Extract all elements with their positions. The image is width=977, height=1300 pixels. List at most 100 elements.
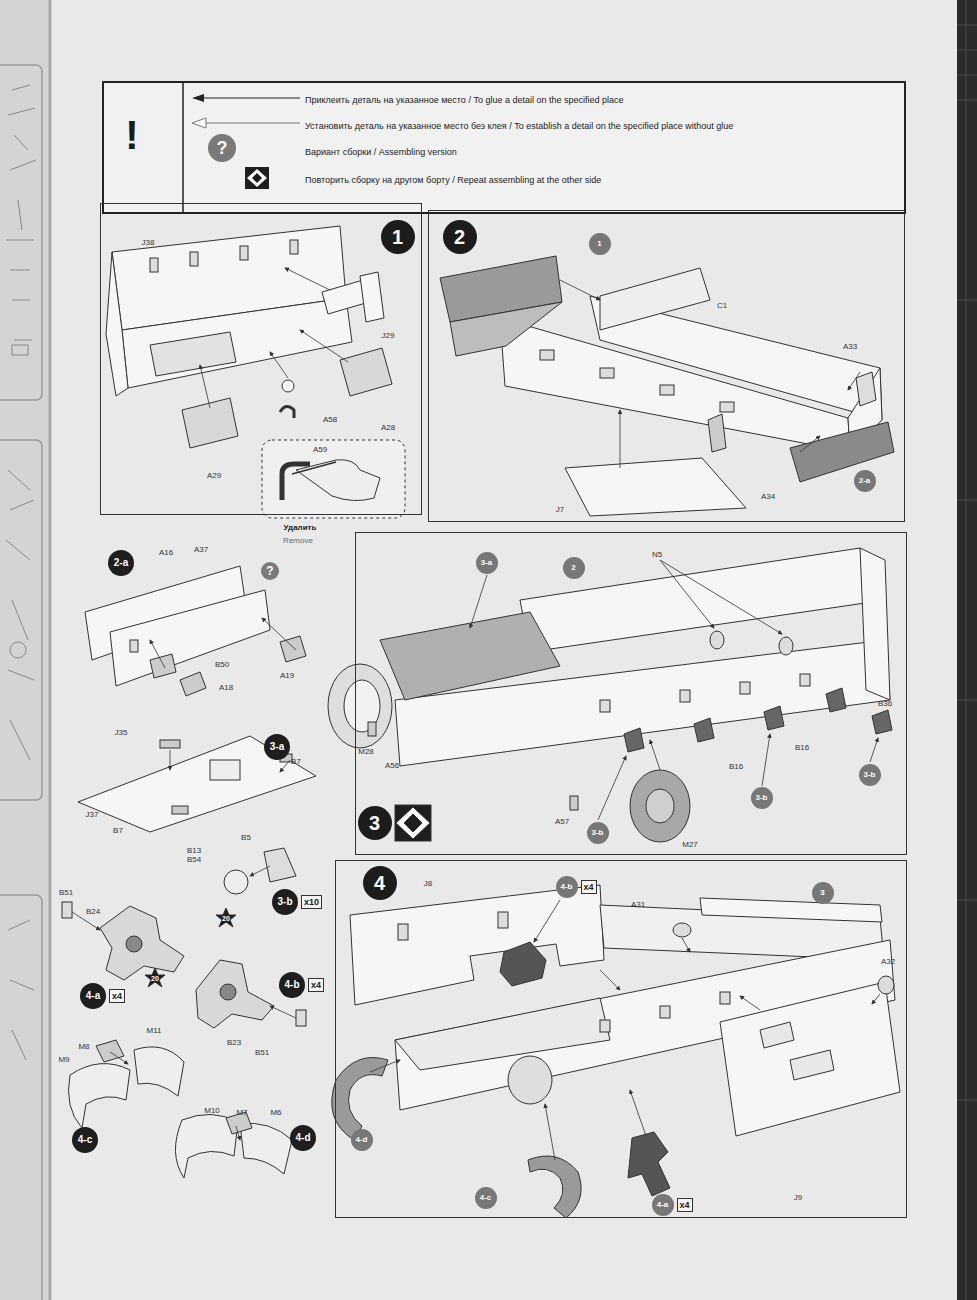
part-label: A58 [323,416,337,424]
callout-number: 4-b [556,876,578,898]
line-art [196,960,274,1028]
line-art [762,734,770,786]
part-label: A32 [881,958,895,966]
line-art [280,636,306,662]
callout-marker: 4-c [475,1187,497,1209]
callout-number: 3-a [476,552,498,574]
line-art [660,1006,670,1018]
line-art [150,640,165,668]
part-label: A33 [843,343,857,351]
line-art [957,75,977,76]
line-art [280,406,294,418]
line-art [957,50,977,51]
line-art [600,700,610,712]
line-art [182,398,238,448]
line-art [957,0,977,1300]
line-art [106,226,405,518]
line-art [130,640,138,652]
part-label: A34 [761,493,775,501]
line-art [350,885,604,1005]
part-label: A59 [313,446,327,454]
line-art [328,548,892,842]
callout-marker: 2 [563,557,585,579]
line-art [282,380,294,392]
line-art [172,806,188,814]
line-art [600,268,710,330]
line-art [134,1047,184,1096]
line-art [628,1132,670,1196]
part-label: M28 [358,748,374,756]
line-art [500,942,546,986]
part-label: A19 [280,672,294,680]
line-art [398,924,408,940]
line-art [570,796,578,810]
line-art [300,330,348,362]
line-art [10,642,26,658]
line-art [250,866,270,876]
line-art [160,740,180,748]
line-art [720,992,730,1004]
callout-marker: 3-b [859,764,881,786]
line-art [957,300,977,301]
line-art [957,1100,977,1101]
line-art [200,123,300,124]
line-art [708,414,726,452]
line-art [966,0,967,1300]
line-art [0,65,42,400]
line-art [200,268,348,408]
line-art [370,900,880,1160]
callout-marker: 3 [812,882,834,904]
line-art [660,385,674,395]
step-number: 2 [443,220,477,254]
line-art [8,920,34,1060]
line-art [720,402,734,412]
part-label: N5 [652,551,662,559]
callout-marker: 4-ax4 [80,983,125,1009]
callout-marker: 3-b [587,822,609,844]
quantity-box: x4 [581,880,597,894]
part-label: 20 [222,915,230,922]
callout-number: 2-a [108,550,134,576]
line-art [210,760,240,780]
line-art [245,167,269,189]
line-art [285,268,330,290]
callout-marker: 2-a [854,470,876,492]
callout-marker: 3-bx10 [272,889,322,915]
callout-number: 3-a [264,734,290,760]
part-label: J35 [115,729,128,737]
line-art [150,332,236,376]
line-art [856,372,876,406]
part-label: B5 [241,834,251,842]
line-art [103,82,905,213]
line-art [720,982,900,1136]
line-art [878,976,894,994]
line-art [764,706,784,730]
part-label: M8 [78,1043,89,1051]
part-label: M27 [682,841,698,849]
line-art [220,984,236,1000]
step-number: 1 [381,220,415,254]
line-art [646,789,674,823]
line-art [779,637,793,655]
quantity-box: x4 [308,978,324,992]
quantity-box: x4 [109,989,125,1003]
line-art [110,590,270,686]
line-art [247,169,267,187]
callout-marker: 4-d [351,1129,373,1151]
part-label: J29 [382,332,395,340]
callout-number: 4-a [652,1194,674,1216]
line-art [440,256,894,516]
line-art [470,560,878,820]
part-label: A28 [381,424,395,432]
line-art [6,85,36,1060]
line-art [126,936,142,952]
callout-number: 4-c [475,1187,497,1209]
part-label: A31 [631,901,645,909]
line-art [100,906,184,980]
part-label: B36 [878,700,892,708]
line-art [192,118,206,128]
line-art [270,352,288,378]
